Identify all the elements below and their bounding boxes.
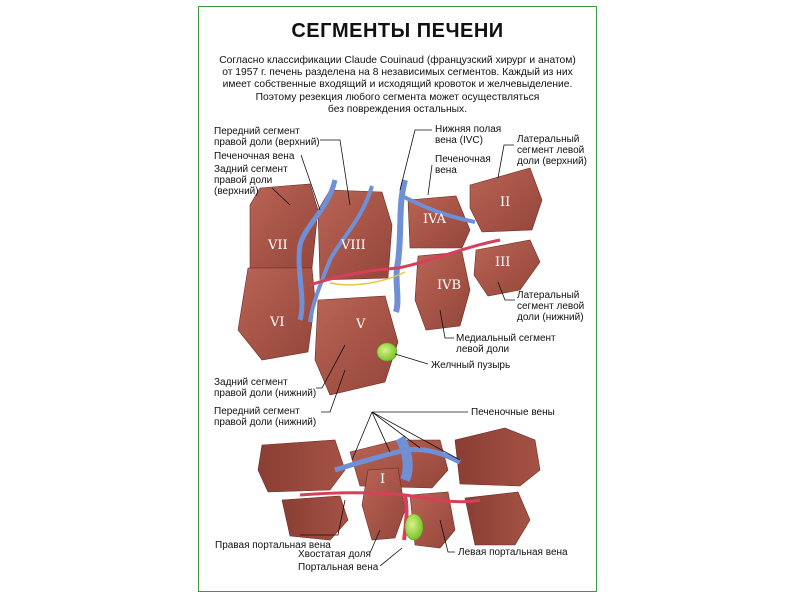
- lower-gallbladder-shape: [404, 513, 424, 541]
- segment-vii-label: VII: [267, 238, 288, 253]
- label-right-posterior-upper: Задний сегмент правой доли (верхний): [214, 164, 290, 197]
- leader-line: [371, 411, 421, 449]
- segment-viii-label: VIII: [340, 238, 366, 253]
- label-left-portal-vein: Левая портальная вена: [458, 547, 568, 558]
- leader-line: [300, 154, 321, 211]
- segment-i-label: I: [380, 472, 385, 487]
- leader-line: [427, 164, 433, 196]
- upper-liver-diagram: VII VIII VI V IVA IVB II III Передний се…: [214, 124, 587, 428]
- label-portal-vein: Портальная вена: [298, 562, 379, 573]
- intro-line: Согласно классификации Claude Couinaud (…: [219, 55, 576, 66]
- lower-portal-veins: [299, 491, 481, 504]
- leader-line: [439, 309, 454, 339]
- leader-line: [379, 547, 403, 567]
- lower-segment-shape: [257, 439, 346, 493]
- segment-v-label: V: [355, 317, 366, 332]
- lower-liver-diagram: I Печеночные вены Правая портальная вена…: [215, 407, 568, 573]
- segment-vi-label: VI: [269, 315, 285, 330]
- leader-line: [497, 281, 515, 301]
- segment-ii-label: II: [500, 195, 510, 210]
- segment-iva-label: IVA: [423, 212, 447, 227]
- segment-ii-shape: [469, 167, 543, 233]
- hepatic-vein-left: [399, 193, 476, 224]
- lower-segment-shape: [454, 427, 541, 487]
- leader-line: [371, 411, 461, 461]
- leader-line: [316, 344, 346, 389]
- lower-portal-trunk: [402, 494, 409, 541]
- segment-iii-label: III: [495, 255, 510, 270]
- ivc-vessel: [393, 179, 408, 313]
- segment-ivb-shape: [414, 251, 471, 331]
- leader-line: [351, 411, 373, 461]
- intro-line: от 1957 г. печень разделена на 8 независ…: [222, 67, 573, 79]
- label-hepatic-veins: Печеночные вены: [471, 407, 555, 418]
- label-caudate-lobe: Хвостатая доля: [298, 549, 371, 560]
- segment-vi-shape: [237, 267, 316, 361]
- hepatic-vein-right: [296, 179, 338, 321]
- lower-segment-shape: [464, 491, 531, 546]
- label-right-posterior-lower: Задний сегмент правой доли (нижний): [214, 377, 316, 399]
- leader-line: [271, 187, 291, 206]
- label-right-portal-vein: Правая портальная вена: [215, 540, 331, 551]
- label-hepatic-vein-2: Печеночная вена: [435, 154, 494, 176]
- segment-v-shape: [314, 295, 399, 396]
- lower-ivc: [395, 435, 413, 482]
- segment-ivb-label: IVB: [437, 278, 461, 293]
- label-hepatic-vein: Печеночная вена: [214, 151, 295, 162]
- label-left-lateral-lower: Латеральный сегмент левой доли (нижний): [517, 290, 587, 323]
- leader-line: [497, 144, 514, 179]
- leader-line: [394, 353, 429, 365]
- label-left-lateral-upper: Латеральный сегмент левой доли (верхний): [517, 134, 587, 167]
- leader-line: [371, 411, 391, 453]
- intro-text: Согласно классификации Claude Couinaud (…: [207, 55, 588, 116]
- label-gallbladder: Желчный пузырь: [431, 360, 510, 371]
- intro-line: Поэтому резекция любого сегмента может о…: [255, 91, 540, 103]
- leader-line: [399, 129, 432, 191]
- label-right-anterior-upper: Передний сегмент правой доли (верхний): [214, 126, 320, 148]
- leader-line: [321, 369, 346, 413]
- caudate-lobe-shape: [361, 467, 406, 541]
- intro-line: имеет собственные входящий и исходящий к…: [222, 79, 573, 91]
- leader-line: [369, 529, 381, 554]
- label-right-anterior-lower: Передний сегмент правой доли (нижний): [214, 406, 316, 428]
- intro-line: без повреждения остальных.: [327, 103, 468, 115]
- leader-line: [300, 499, 346, 536]
- label-left-medial: Медиальный сегмент левой доли: [456, 333, 558, 355]
- leader-line: [439, 519, 455, 553]
- segment-iii-shape: [473, 239, 541, 297]
- bile-duct: [329, 271, 406, 286]
- leader-line: [320, 139, 351, 206]
- portal-vessels: [309, 238, 501, 287]
- hepatic-vein-middle: [308, 185, 374, 323]
- label-ivc: Нижняя полая вена (IVC): [435, 124, 504, 146]
- poster-title: СЕГМЕНТЫ ПЕЧЕНИ: [291, 20, 504, 42]
- gallbladder-shape: [376, 342, 398, 362]
- segment-iva-shape: [407, 195, 471, 249]
